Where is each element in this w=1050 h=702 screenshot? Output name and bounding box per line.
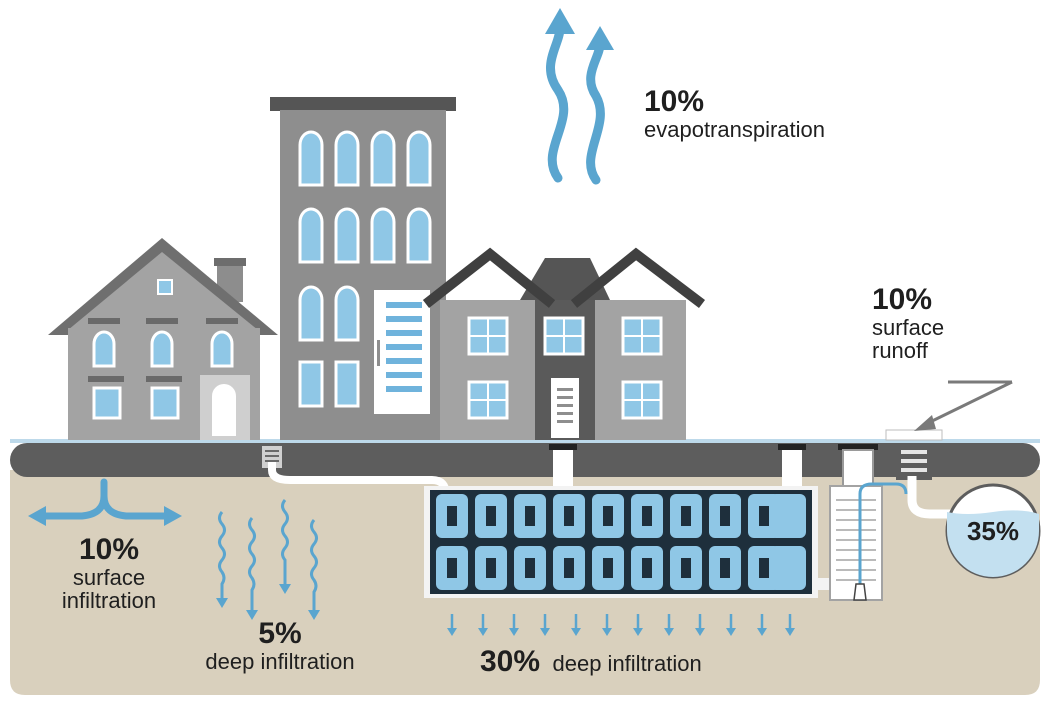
surface-infiltration-arrow	[40, 478, 170, 520]
evapotranspiration-arrowhead-left	[545, 8, 575, 34]
evapotranspiration-arrows	[546, 23, 605, 185]
runoff-inlet	[885, 429, 960, 519]
pond-label: 35%	[953, 516, 1033, 546]
surface-runoff-percent: 10%	[872, 283, 933, 316]
surface-runoff-line2: runoff	[872, 337, 928, 363]
evapotranspiration-percent: 10%	[644, 85, 705, 118]
tank-infiltration-arrows	[447, 614, 795, 636]
runoff-callout-arrow	[914, 380, 1013, 431]
surface-infiltration-arrowhead-right	[164, 506, 182, 526]
deep-infiltration-left-label: 5% deep infiltration	[180, 618, 380, 673]
surface-runoff-label: 10% surface runoff	[872, 284, 944, 362]
left-house	[48, 238, 278, 440]
road	[10, 443, 1040, 477]
evapotranspiration-arrowhead-right	[586, 26, 614, 50]
surface-infiltration-line2: infiltration	[61, 587, 157, 613]
tall-building	[270, 97, 456, 440]
retention-pond	[945, 483, 1041, 579]
right-house	[422, 247, 706, 440]
surface-infiltration-line1: surface	[72, 564, 146, 590]
pond-percent: 35%	[966, 516, 1020, 546]
ground-line	[10, 439, 1040, 443]
deep-infiltration-left-percent: 5%	[258, 617, 302, 650]
deep-infiltration-squiggles	[216, 499, 320, 620]
deep-infiltration-tank-percent: 30%	[480, 645, 541, 678]
surface-infiltration-label: 10% surface infiltration	[44, 534, 174, 612]
surface-infiltration-arrowhead-left	[28, 506, 46, 526]
evapotranspiration-label: 10% evapotranspiration	[644, 86, 825, 141]
surface-infiltration-percent: 10%	[78, 533, 140, 566]
surface-runoff-line1: surface	[872, 314, 945, 340]
deep-infiltration-tank-text: deep infiltration	[552, 651, 702, 676]
deep-infiltration-tank-label: 30% deep infiltration	[480, 646, 702, 678]
control-chamber	[818, 482, 908, 601]
storage-tank	[424, 486, 818, 598]
deep-infiltration-left-text: deep infiltration	[205, 648, 355, 674]
evapotranspiration-text: evapotranspiration	[644, 116, 826, 142]
